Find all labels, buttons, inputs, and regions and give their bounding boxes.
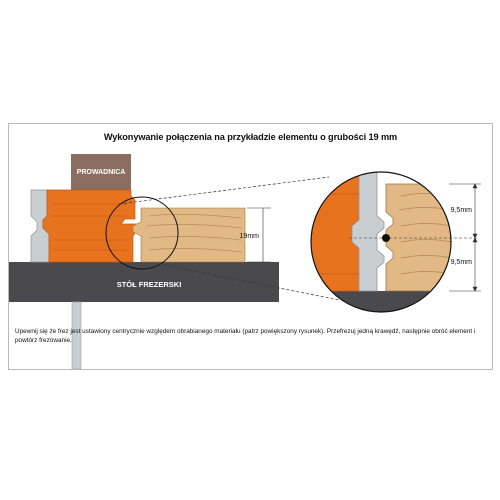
half-dimensions [449, 183, 481, 292]
router-joint-diagram: STÓŁ FREZERSKI PROWADNICA [9, 154, 481, 369]
center-point [382, 234, 390, 242]
thickness-dimension [247, 207, 271, 263]
wood-grain [146, 214, 242, 253]
wood-workpiece [132, 207, 246, 263]
router-shaft [71, 301, 82, 369]
guide-fence [71, 154, 131, 190]
diagram-caption: Upewnij się że frez jest ustawiony centr… [15, 328, 476, 344]
half-top-label: 9,5mm [451, 207, 473, 214]
zoom-detail-circle [310, 171, 452, 313]
zoomed-detail [311, 172, 451, 312]
cutter-blade [42, 189, 138, 263]
guide-label: PROWADNICA [77, 169, 126, 176]
thickness-label: 19mm [240, 233, 260, 240]
diagram-card: STÓŁ FREZERSKI PROWADNICA [8, 123, 493, 370]
router-table-label: STÓŁ FREZERSKI [117, 280, 182, 289]
diagram-title: Wykonywanie połączenia na przykładzie el… [103, 132, 398, 142]
half-bottom-label: 9,5mm [451, 259, 473, 266]
zoom-source-circle [105, 196, 179, 270]
